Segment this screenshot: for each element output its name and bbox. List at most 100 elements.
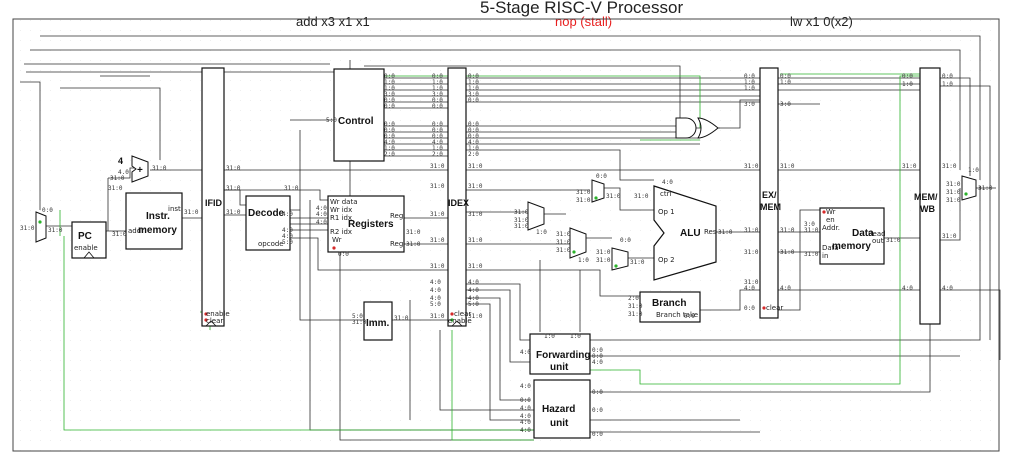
wire-width-label: 31:0 xyxy=(514,223,529,230)
wire-width-label: 2:0 xyxy=(468,151,479,158)
datamem-data: Data xyxy=(822,244,839,252)
wire-width-label: 4:0 xyxy=(316,211,327,218)
wire-width-label: 5:0 xyxy=(468,301,479,308)
wire-width-label: 31:0 xyxy=(110,175,125,182)
wire-width-label: 0:0 xyxy=(520,397,531,404)
datamem-out: out xyxy=(872,237,884,245)
wire-width-label: 4:0 xyxy=(430,279,441,286)
wire-width-label: 31:0 xyxy=(942,163,957,170)
pc-enable-label: enable xyxy=(74,244,98,252)
instr-mem-label-1: Instr. xyxy=(146,211,170,222)
registers-label: Registers xyxy=(348,219,394,230)
exmem-label-2: MEM xyxy=(760,202,781,212)
wire-width-label: 31:0 xyxy=(596,257,611,264)
alu-ctrl: ctrl xyxy=(660,190,671,198)
alu-src-mux-b xyxy=(612,248,628,270)
wire-width-label: 0:0 xyxy=(42,207,53,214)
imm-label: Imm. xyxy=(366,318,390,329)
wire-width-label: 0:0 xyxy=(744,305,755,312)
wire-width-label: 31:0 xyxy=(576,189,591,196)
wire-width-label: 4:0 xyxy=(282,211,293,218)
hazard-label-1: Hazard xyxy=(542,404,575,415)
datamem-en: en xyxy=(826,216,835,224)
wire-width-label: 31:0 xyxy=(430,211,445,218)
datamem-in: in xyxy=(822,252,828,260)
and-gate xyxy=(676,118,696,138)
wire-width-label: 4:0 xyxy=(430,287,441,294)
datamem-wr: Wr xyxy=(826,208,836,216)
wire-width-label: 31:0 xyxy=(468,163,483,170)
wire-width-label: 31:0 xyxy=(468,237,483,244)
wire-width-label: 1:0 xyxy=(968,167,979,174)
memwb-label-2: WB xyxy=(920,204,935,214)
wire-width-label: 31:0 xyxy=(468,263,483,270)
wire-width-label: 0:0 xyxy=(942,73,953,80)
decode-label: Decode xyxy=(248,208,285,219)
adder-plus: + xyxy=(137,165,143,176)
alu-res: Res xyxy=(704,228,717,236)
wire-width-label: 31:0 xyxy=(430,163,445,170)
wire-width-label: 4:0 xyxy=(520,419,531,426)
wire-width-label: 1:0 xyxy=(578,257,589,264)
wire-width-label: 31:0 xyxy=(48,227,63,234)
wire-width-label: 1:0 xyxy=(544,333,555,340)
wire-width-label: 5:0 xyxy=(430,301,441,308)
wire-width-label: 31:0 xyxy=(430,237,445,244)
wire-width-label: 4:0 xyxy=(316,219,327,226)
wire-width-label: 31:0 xyxy=(718,229,733,236)
wire-width-label: 31:0 xyxy=(630,259,645,266)
wire-width-label: 5:0 xyxy=(326,117,337,124)
memwb-label-1: MEM/ xyxy=(914,192,938,202)
wire-width-label: 5:0 xyxy=(282,239,293,246)
wire-width-label: 0:0 xyxy=(592,431,603,438)
wire-width-label: 31:0 xyxy=(406,241,421,248)
ifid-clear: clear xyxy=(206,317,223,325)
wire-width-label: 31:0 xyxy=(468,313,483,320)
wire-width-label: 1:0 xyxy=(744,85,755,92)
wire-width-label: 31:0 xyxy=(226,209,241,216)
wire-width-label: 4:0 xyxy=(662,179,673,186)
wire-width-label: 31:0 xyxy=(946,197,961,204)
wire-width-label: 0:0 xyxy=(592,407,603,414)
wire-width-label: 1:0 xyxy=(902,81,913,88)
wire-width-label: 4:0 xyxy=(744,285,755,292)
wire-width-label: 31:0 xyxy=(780,227,795,234)
wire-width-label: 31:0 xyxy=(780,249,795,256)
wire-width-label: 31:0 xyxy=(226,165,241,172)
wire-width-label: 4:0 xyxy=(520,349,531,356)
wire-width-label: 31:0 xyxy=(628,311,643,318)
wire-width-label: 31:0 xyxy=(744,249,759,256)
wire-width-label: 0:0 xyxy=(592,389,603,396)
wire-width-label: 2:0 xyxy=(432,151,443,158)
forwarding-label-1: Forwarding xyxy=(536,350,590,361)
wire-width-label: 1:0 xyxy=(536,229,547,236)
reg-wr-data: Wr data xyxy=(330,198,357,206)
alu-src-mux-a xyxy=(592,180,604,202)
wire-width-label: 4:0 xyxy=(468,287,479,294)
pc-label: PC xyxy=(78,231,92,242)
decode-opcode: opcode xyxy=(258,240,284,248)
wire-width-label: 4.0 xyxy=(118,169,129,176)
wire-width-label: 31:0 xyxy=(514,209,529,216)
wire-width-label: 31:0 xyxy=(744,163,759,170)
alu-op2: Op 2 xyxy=(658,256,675,264)
wire-width-label: 31:0 xyxy=(112,231,127,238)
wire-width-label: 31:0 xyxy=(628,303,643,310)
ifid-label: IFID xyxy=(205,198,222,208)
wire-width-label: 4:0 xyxy=(592,359,603,366)
instr-mem-inst: inst xyxy=(168,205,181,213)
wire-width-label: 4:0 xyxy=(780,285,791,292)
wire-width-label: 31:0 xyxy=(942,233,957,240)
wire-width-label: 1:0 xyxy=(942,81,953,88)
wire-width-label: 31:0 xyxy=(596,249,611,256)
wire-width-label: 31:0 xyxy=(352,319,367,326)
wire-width-label: 31:0 xyxy=(430,183,445,190)
wire-width-label: 1:0 xyxy=(780,79,791,86)
wire-width-label: 31:0 xyxy=(886,237,901,244)
wire-width-label: 31:0 xyxy=(946,189,961,196)
wire-width-label: 31:0 xyxy=(804,251,819,258)
wire-width-label: 31:0 xyxy=(152,165,167,172)
wire-width-label: 0:0 xyxy=(384,103,395,110)
alu-op1: Op 1 xyxy=(658,208,675,216)
